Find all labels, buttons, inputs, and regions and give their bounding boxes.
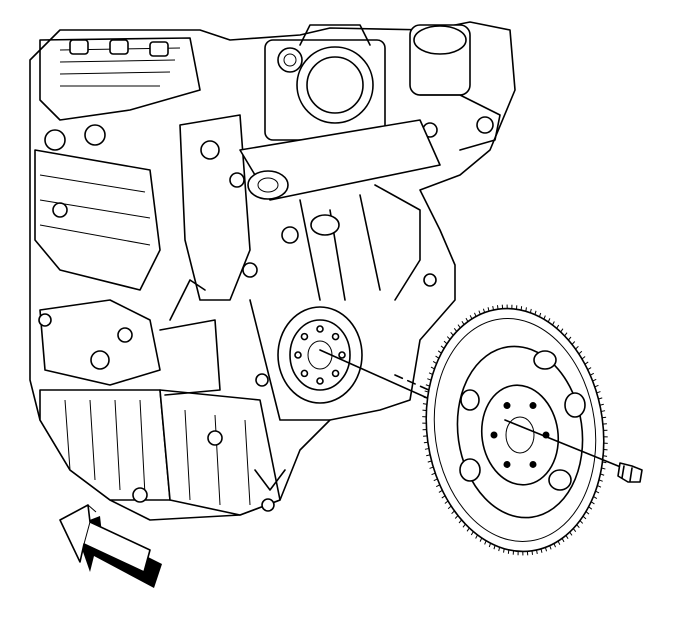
crank-flange-bolt-hole <box>316 377 324 385</box>
crank-flange-bolt-hole <box>338 351 346 359</box>
crank-flange-bolt-hole <box>300 369 309 378</box>
flywheel-bolt-hole <box>529 460 537 468</box>
crank-flange-bolt-hole <box>331 332 340 341</box>
crank-flange-bolt-hole <box>331 369 340 378</box>
engine-block <box>29 21 516 521</box>
alignment-line-dashed <box>394 374 441 396</box>
crank-flange-bolt-hole <box>300 332 309 341</box>
throttle-body <box>264 24 386 141</box>
crankshaft-flange <box>277 306 363 404</box>
flywheel-bolt-hole <box>503 402 511 410</box>
flywheel-bolt-hole <box>529 402 537 410</box>
flywheel-bolt-hole <box>503 460 511 468</box>
flywheel-bolt <box>617 462 643 483</box>
flywheel-bolt-hole <box>490 431 498 439</box>
crank-flange-bolt-hole <box>294 351 302 359</box>
direction-arrow-icon <box>59 504 162 588</box>
flywheel <box>422 304 629 556</box>
crank-flange-bolt-hole <box>316 325 324 333</box>
